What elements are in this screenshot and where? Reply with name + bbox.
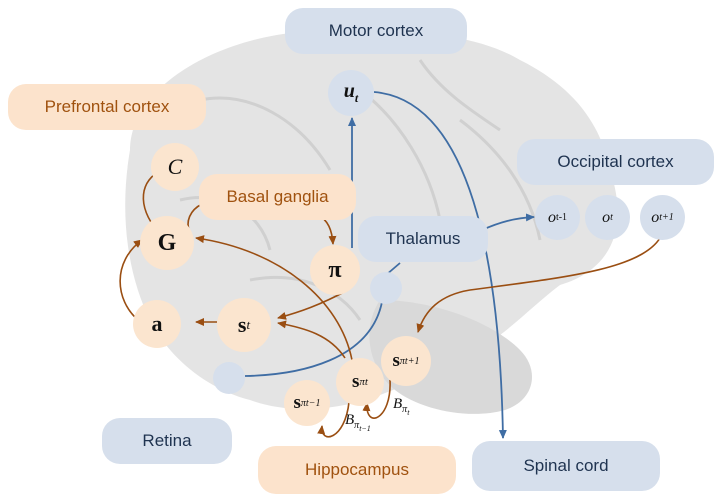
- hippocampus-label: Hippocampus: [258, 446, 456, 494]
- motor-cortex-label: Motor cortex: [285, 8, 467, 54]
- line-retina-to-s: [244, 301, 383, 377]
- retina-node: [213, 362, 245, 394]
- arrow-u-to-spinal-cord: [373, 91, 507, 439]
- thalamus-label: Thalamus: [358, 216, 488, 262]
- basal-ganglia-label: Basal ganglia: [199, 174, 356, 220]
- arrow-spit-to-G: [195, 235, 353, 361]
- transition-label-B-prev: Bπt−1: [345, 412, 371, 433]
- retina-label: Retina: [102, 418, 232, 464]
- policy-node-pi: π: [310, 245, 360, 295]
- occipital-cortex-label: Occipital cortex: [517, 139, 714, 185]
- arrow-thalamus-to-occipital: [481, 213, 535, 231]
- prefrontal-cortex-label: Prefrontal cortex: [8, 84, 206, 130]
- arrow-o-to-spi-next: [416, 237, 661, 333]
- thalamus-node: [370, 272, 402, 304]
- transition-label-B-t: Bπt: [393, 396, 410, 417]
- arrow-a-to-G: [119, 239, 143, 321]
- arrow-B-prev: [317, 401, 350, 438]
- action-node-a: a: [133, 300, 181, 348]
- arrow-spit-to-s: [277, 320, 346, 359]
- arrow-B-t: [362, 379, 391, 419]
- spinal-cord-label: Spinal cord: [472, 441, 660, 491]
- action-node-u: ut: [328, 70, 374, 116]
- expected-free-energy-node-G: G: [140, 216, 194, 270]
- prior-preference-node-C: C: [151, 143, 199, 191]
